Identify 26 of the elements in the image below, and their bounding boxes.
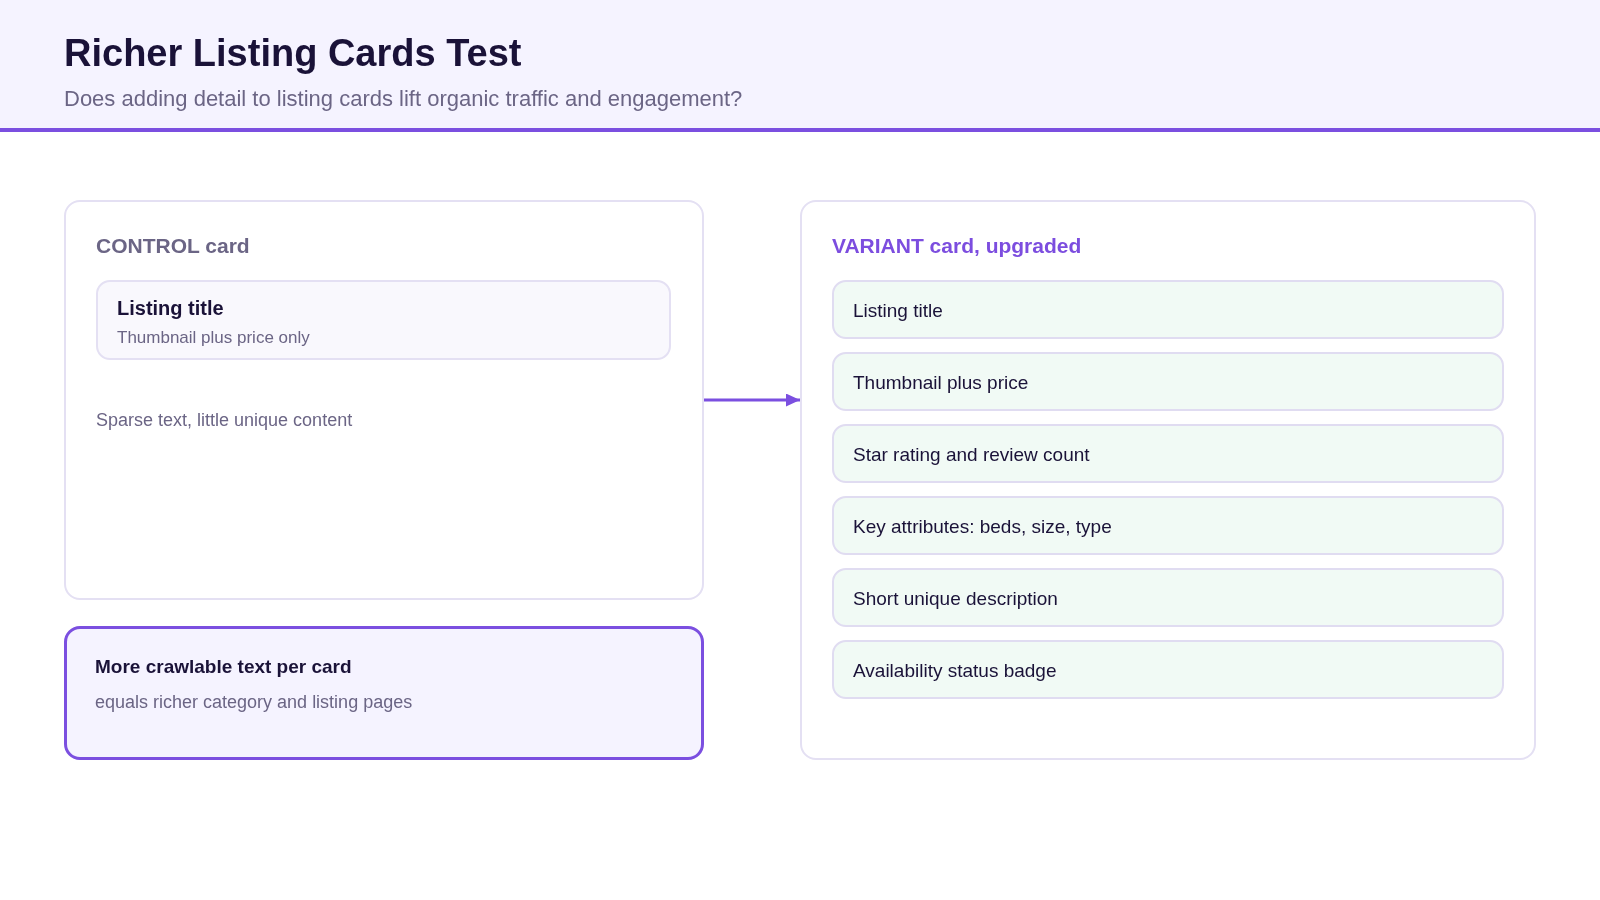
- page-title: Richer Listing Cards Test: [64, 31, 522, 76]
- feature-row: [832, 496, 1504, 555]
- subtitle: Does adding detail to listing cards lift organic traffic and engagement?: [64, 85, 743, 113]
- feature-label: Availability status badge: [853, 659, 1058, 683]
- card-panel: [64, 200, 704, 600]
- item-subtitle: Thumbnail plus price only: [117, 327, 311, 349]
- card-heading: CONTROL card: [96, 233, 251, 259]
- item-title: Listing title: [117, 296, 225, 321]
- feature-row: [832, 280, 1504, 339]
- card-heading: VARIANT card, upgraded: [832, 233, 1083, 259]
- feature-label: Listing title: [853, 299, 944, 323]
- feature-label: Short unique description: [853, 587, 1059, 611]
- feature-row: [832, 640, 1504, 699]
- note-heading: More crawlable text per card: [95, 655, 353, 679]
- feature-label: Key attributes: beds, size, type: [853, 515, 1113, 539]
- listing-box: [96, 280, 671, 360]
- feature-label: Star rating and review count: [853, 443, 1091, 467]
- feature-row: [832, 352, 1504, 411]
- feature-row: [832, 568, 1504, 627]
- body-text: Sparse text, little unique content: [96, 409, 354, 432]
- arrow: [704, 393, 800, 407]
- feature-row: [832, 424, 1504, 483]
- note-box: [64, 626, 704, 760]
- card-panel: [800, 200, 1536, 760]
- feature-label: Thumbnail plus price: [853, 371, 1030, 395]
- note-text: equals richer category and listing pages: [95, 691, 414, 714]
